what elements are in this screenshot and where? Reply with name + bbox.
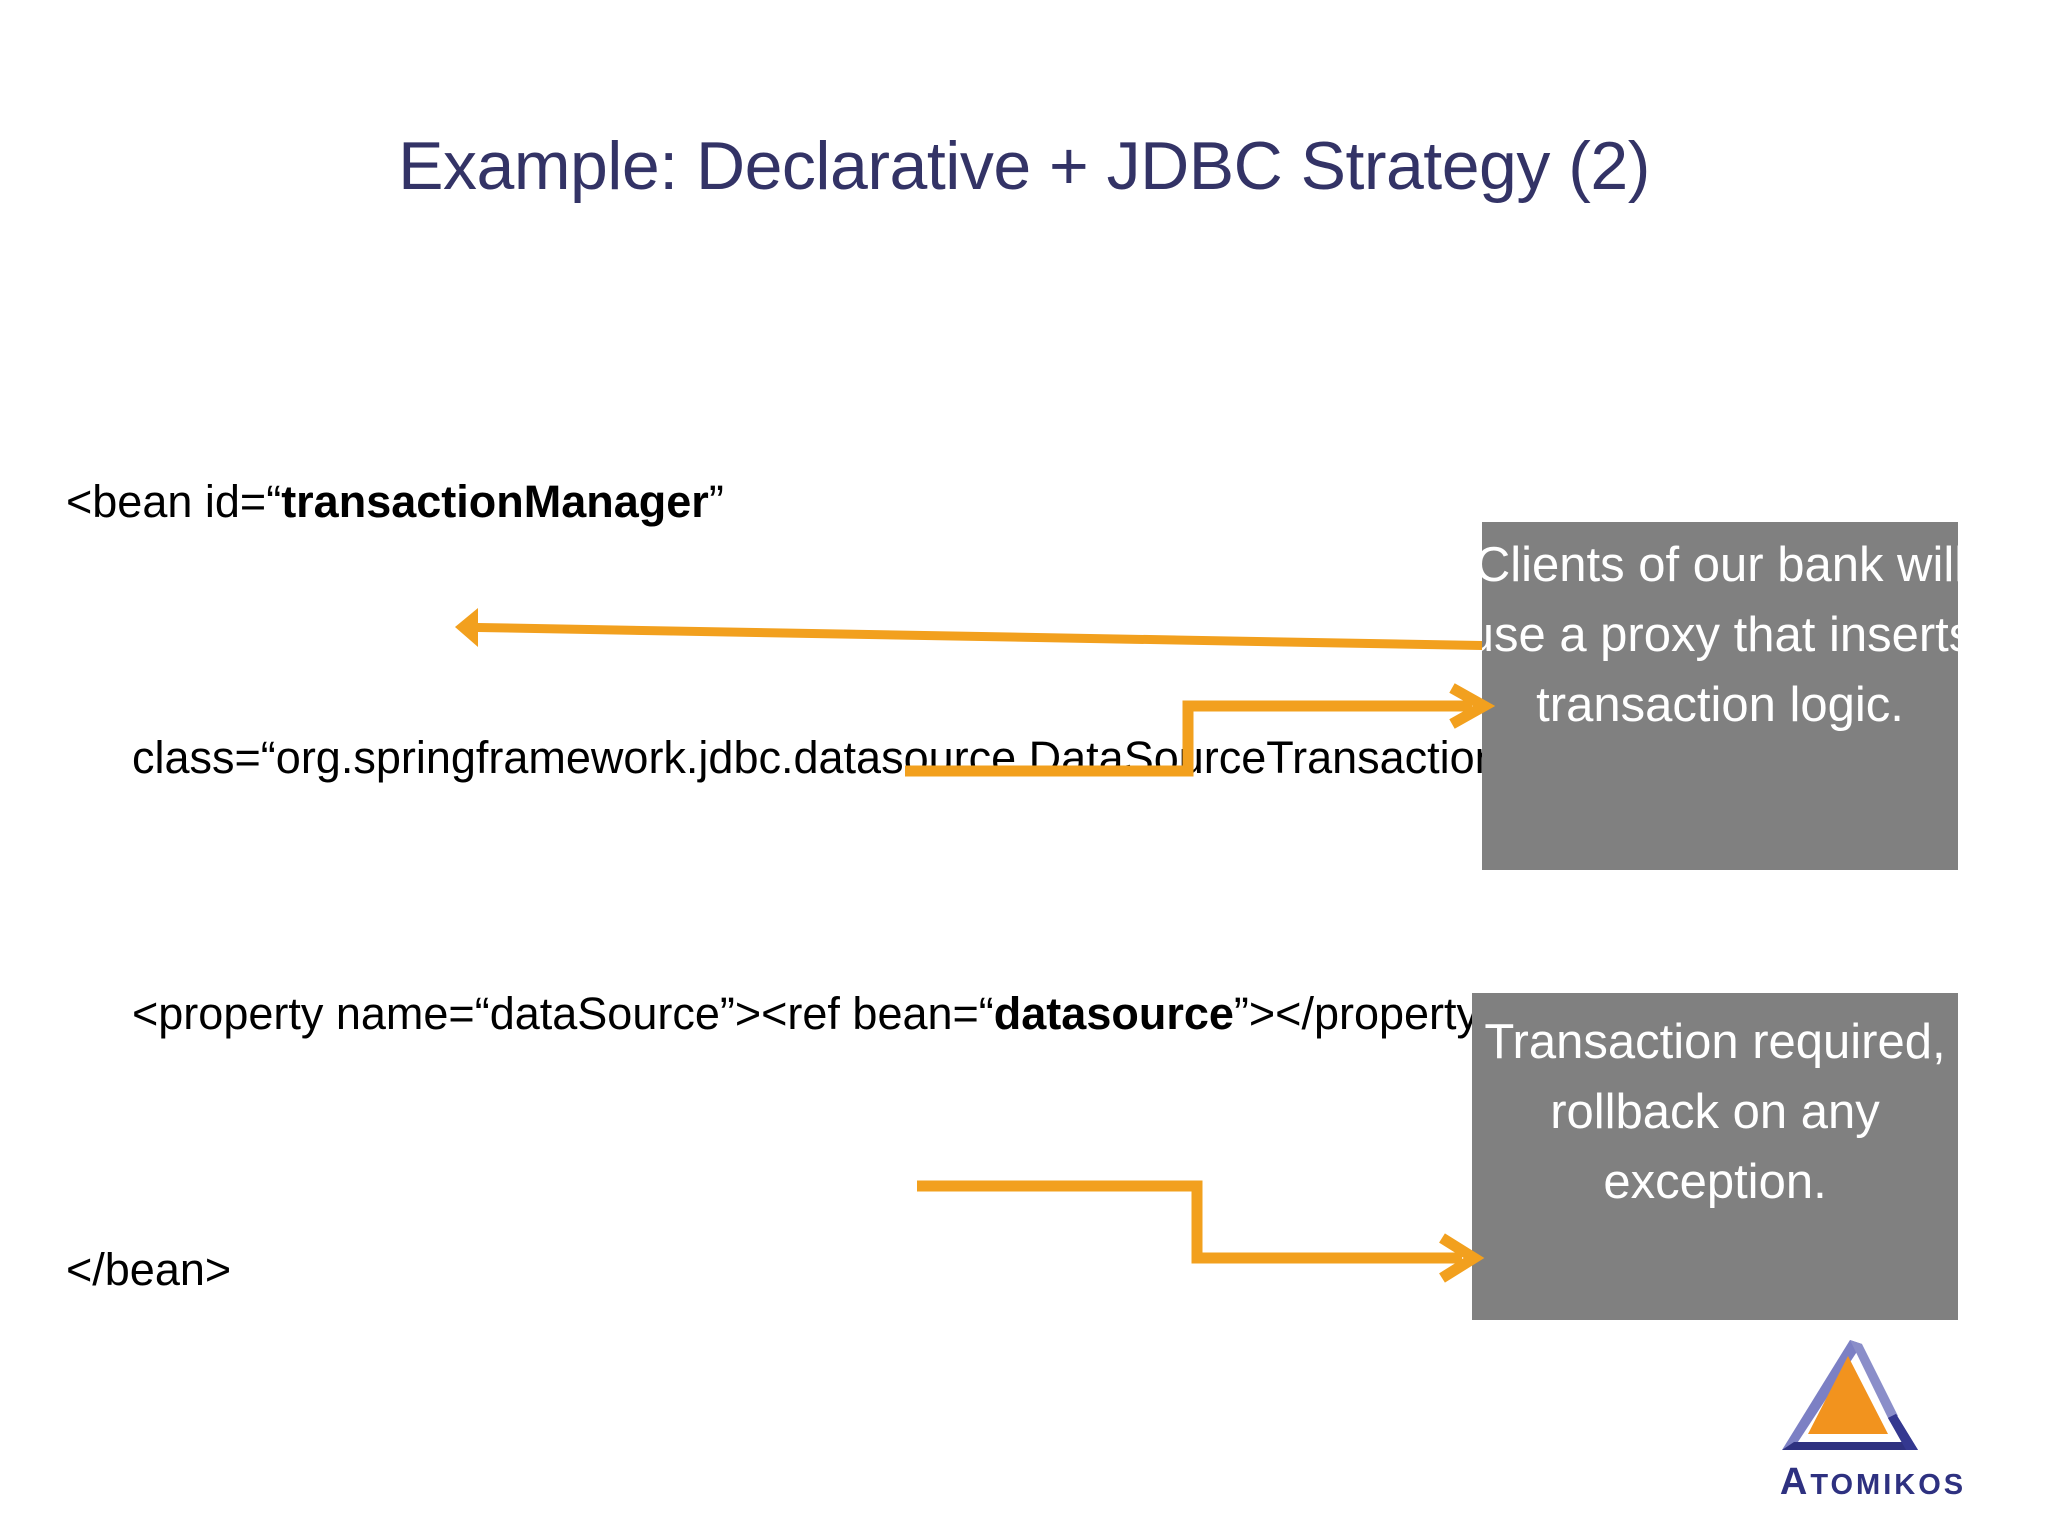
page-title: Example: Declarative + JDBC Strategy (2) [398,128,1650,204]
code-line: <property name=“dataSource”><ref bean=“d… [132,988,1506,1039]
code-line: <bean id=“transactionManager” [66,476,724,527]
code-line: </bean> [66,1244,232,1295]
code-bold-token: transactionManager [281,476,709,527]
atomikos-wordmark: ATOMIKOS [1718,1460,2028,1507]
callout-transaction-box: Transaction required, rollback on any ex… [1472,993,1958,1320]
callout-proxy-text: Clients of our bank will use a proxy tha… [1466,538,1974,732]
atomikos-triangle-icon [1782,1340,1918,1450]
atomikos-wordmark-rest: TOMIKOS [1810,1469,1967,1501]
callout-proxy-box: Clients of our bank will use a proxy tha… [1467,522,1973,870]
atomikos-logo: ATOMIKOS [1718,1338,2028,1526]
code-bold-token: datasource [993,988,1234,1039]
callout-transaction-text: Transaction required, rollback on any ex… [1484,1015,1946,1209]
atomikos-wordmark-lead: A [1779,1461,1811,1503]
